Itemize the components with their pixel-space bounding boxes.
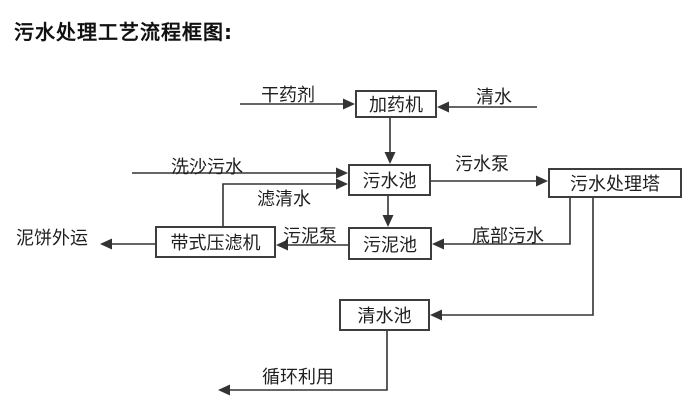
node-sewage-pool-label: 污水池 (362, 171, 417, 192)
flow-label-dry-chemical: 干药剂 (261, 85, 315, 106)
flow-label-sludge-pump: 污泥泵 (283, 226, 337, 247)
flow-label-sand-washing-sewage: 洗沙污水 (171, 157, 243, 178)
arrow-clear-pool-to-recycle (218, 331, 388, 396)
node-sludge-pool-label: 污泥池 (363, 234, 417, 256)
node-sewage-pool: 污水池 (348, 164, 431, 196)
page-title: 污水处理工艺流程框图: (14, 20, 233, 44)
node-dosing-machine-label: 加药机 (369, 95, 423, 116)
flow-label-mud-cake-outbound: 泥饼外运 (16, 228, 88, 249)
node-belt-filter-press: 带式压滤机 (155, 226, 276, 258)
flow-label-clear-water: 清水 (476, 87, 512, 108)
arrow-tower-to-clear-pool (430, 198, 594, 321)
node-treatment-tower: 污水处理塔 (548, 168, 682, 198)
arrow-bottom-sewage-to-sludge-pool (432, 198, 571, 250)
flow-label-filtered-water: 滤清水 (257, 189, 311, 210)
node-sludge-pool: 污泥池 (348, 227, 432, 260)
node-clear-water-pool-label: 清水池 (357, 306, 412, 327)
arrow-filtered-water-to-sewage-pool (222, 178, 348, 226)
flow-label-sewage-pump: 污水泵 (455, 154, 509, 175)
flow-label-recycle-use: 循环利用 (262, 367, 334, 388)
node-belt-filter-press-label: 带式压滤机 (170, 233, 261, 254)
node-dosing-machine: 加药机 (355, 90, 437, 118)
node-treatment-tower-label: 污水处理塔 (570, 174, 660, 195)
node-clear-water-pool: 清水池 (339, 299, 430, 331)
flow-label-bottom-sewage: 底部污水 (472, 226, 544, 247)
